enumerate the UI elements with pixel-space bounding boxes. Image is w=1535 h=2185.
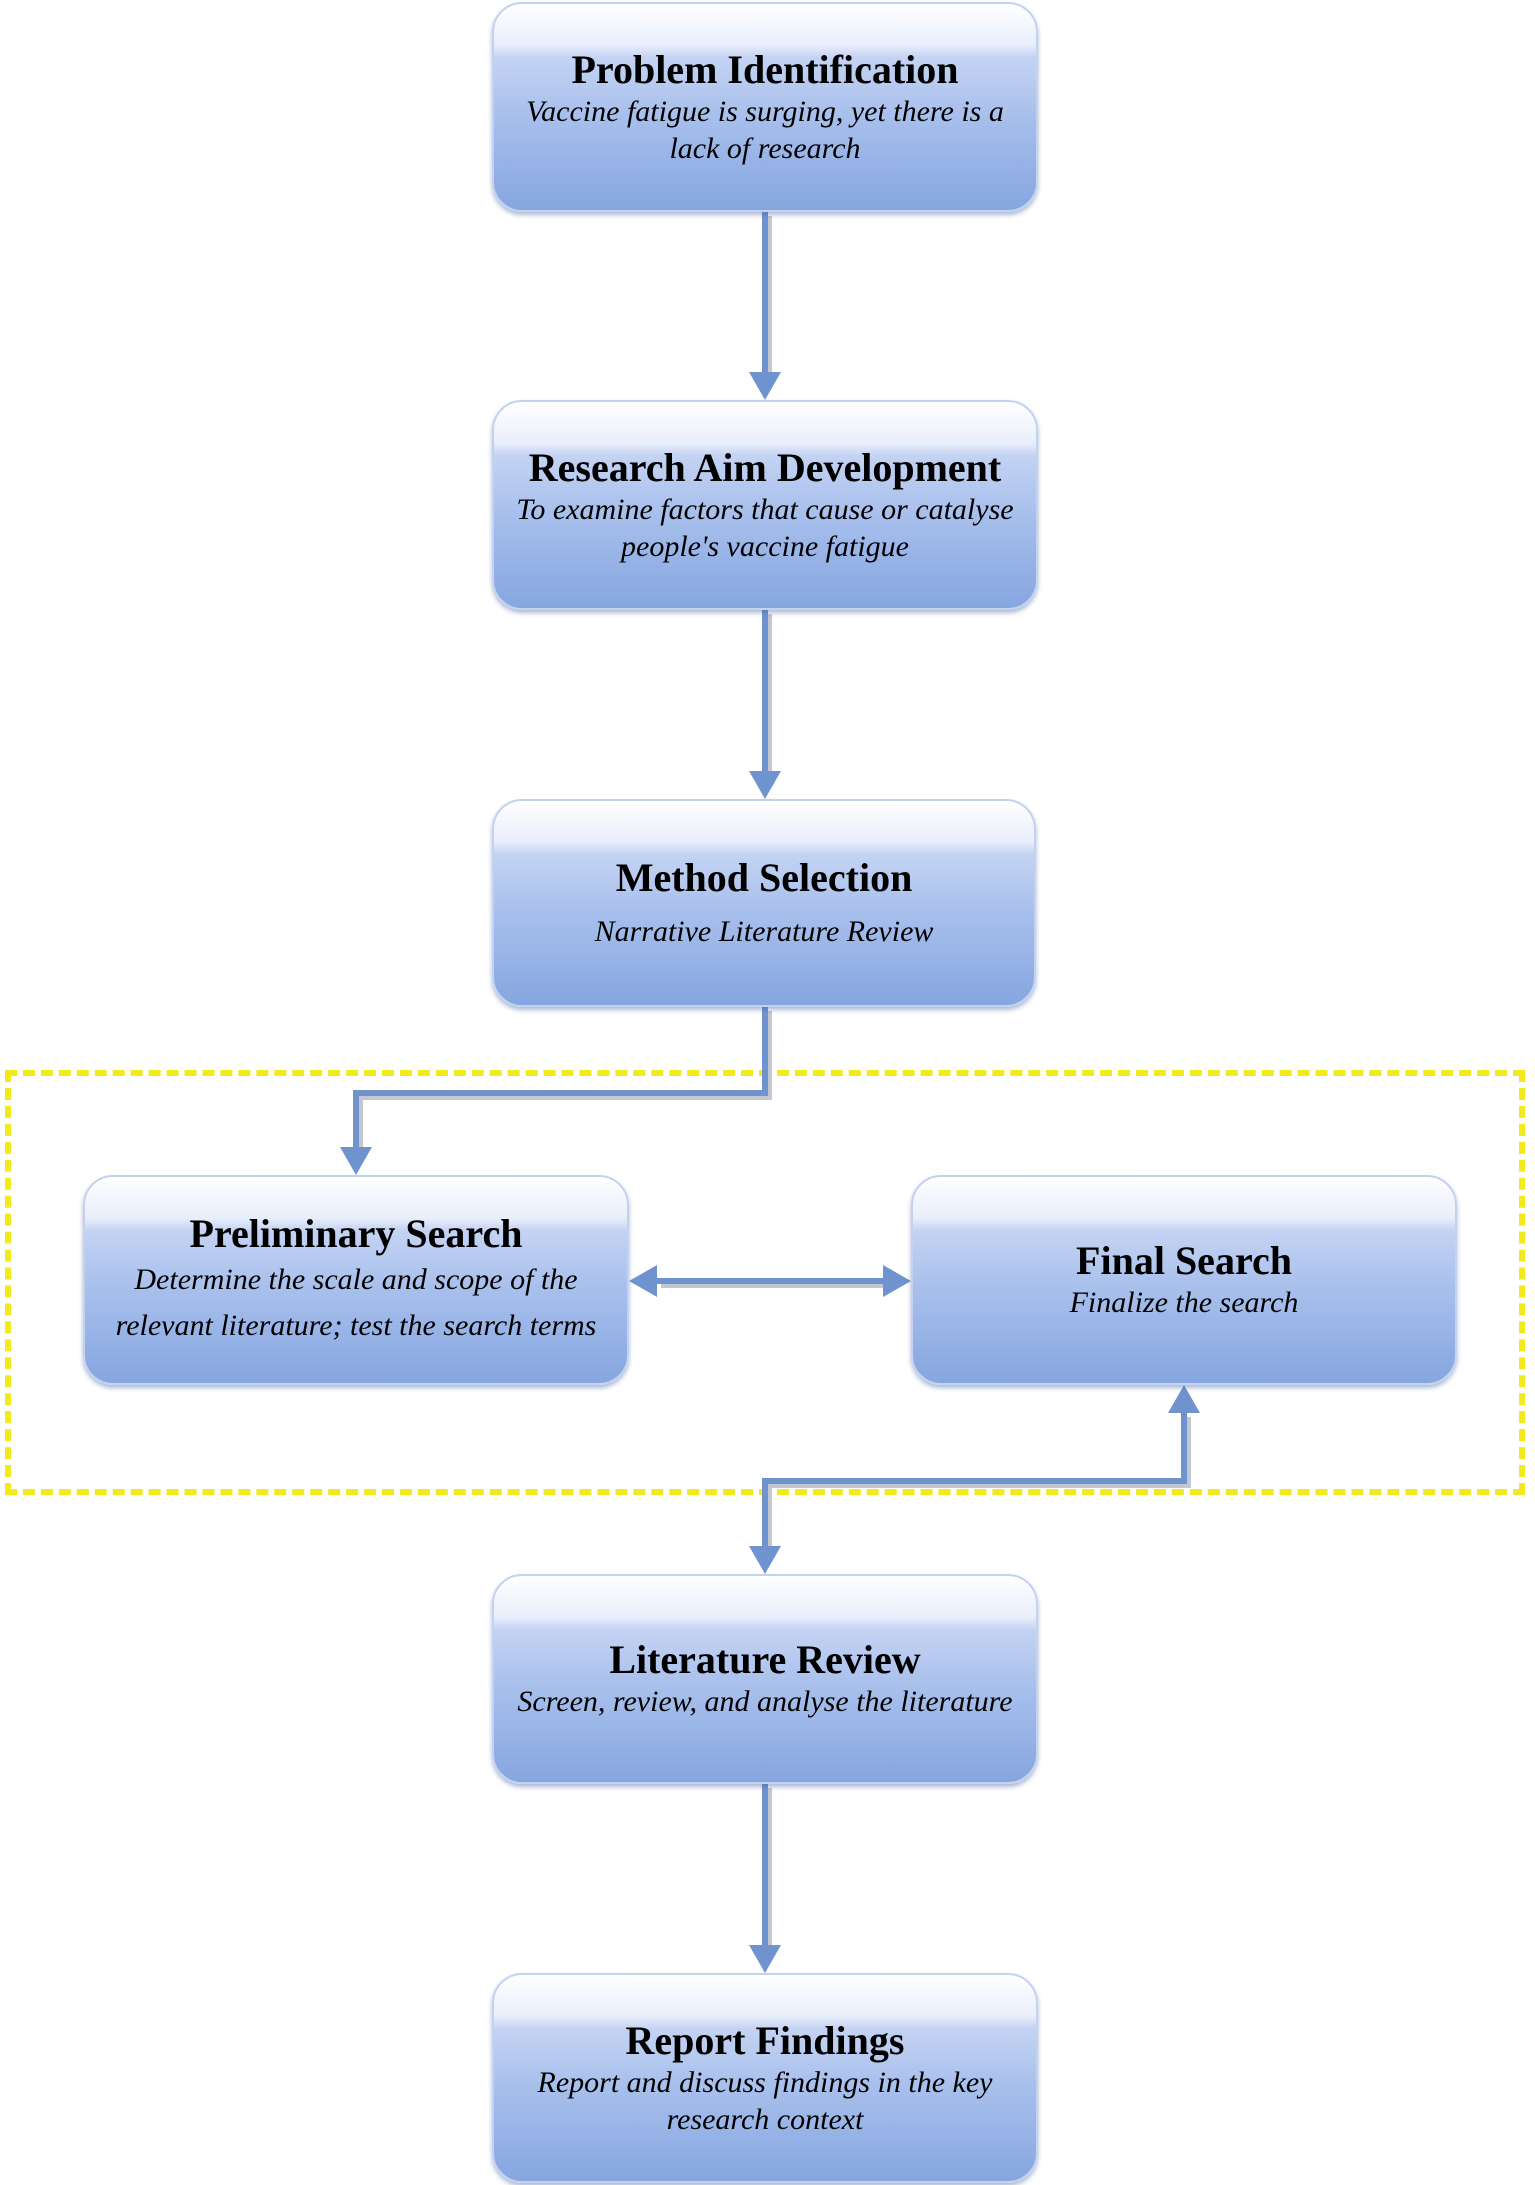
step-description-line: Narrative Literature Review: [594, 915, 934, 949]
step-description-line: Finalize the search: [1069, 1286, 1299, 1320]
arrowhead-problem-to-aim: [749, 372, 781, 400]
arrow-method-to-preliminary-shadow: [357, 1011, 772, 1151]
arrowhead-to-final: [883, 1265, 911, 1297]
step-title: Report Findings: [625, 2017, 905, 2063]
step-title: Literature Review: [609, 1637, 921, 1683]
step-research-aim-development: Research Aim Development To examine fact…: [492, 400, 1038, 610]
step-title: Preliminary Search: [189, 1210, 523, 1256]
step-problem-identification: Problem Identification Vaccine fatigue i…: [492, 2, 1038, 212]
arrowhead-aim-to-method: [749, 771, 781, 799]
step-description-line: Determine the scale and scope of the: [134, 1262, 578, 1296]
step-description-line: To examine factors that cause or catalys…: [516, 492, 1014, 526]
arrow-final-to-literature-shadow: [766, 1417, 1191, 1550]
step-title: Final Search: [1076, 1238, 1292, 1284]
step-preliminary-search: Preliminary Search Determine the scale a…: [83, 1175, 629, 1385]
step-description-line: lack of research: [669, 132, 861, 165]
step-description-line: people's vaccine fatigue: [621, 530, 909, 563]
arrowhead-to-preliminary: [629, 1265, 657, 1297]
step-title: Method Selection: [615, 855, 913, 901]
step-method-selection: Method Selection Narrative Literature Re…: [492, 799, 1036, 1007]
step-description-line: relevant literature; test the search ter…: [115, 1309, 597, 1342]
step-description-line: Vaccine fatigue is surging, yet there is…: [526, 94, 1004, 128]
step-literature-review: Literature Review Screen, review, and an…: [492, 1574, 1038, 1784]
step-report-findings: Report Findings Report and discuss findi…: [492, 1973, 1038, 2183]
step-description-line: Report and discuss findings in the key: [537, 2065, 993, 2099]
step-description-line: research context: [666, 2103, 864, 2136]
step-final-search: Final Search Finalize the search: [911, 1175, 1457, 1385]
step-title: Problem Identification: [571, 46, 959, 92]
arrowhead-literature-to-report: [749, 1945, 781, 1973]
arrow-method-to-preliminary: [353, 1007, 768, 1147]
arrow-final-to-literature: [762, 1413, 1187, 1546]
arrowhead-to-final-search: [1168, 1385, 1200, 1413]
step-title: Research Aim Development: [528, 444, 1002, 490]
step-description-line: Screen, review, and analyse the literatu…: [517, 1685, 1013, 1719]
arrowhead-method-to-preliminary: [340, 1147, 372, 1175]
arrowhead-to-literature-review: [749, 1546, 781, 1574]
